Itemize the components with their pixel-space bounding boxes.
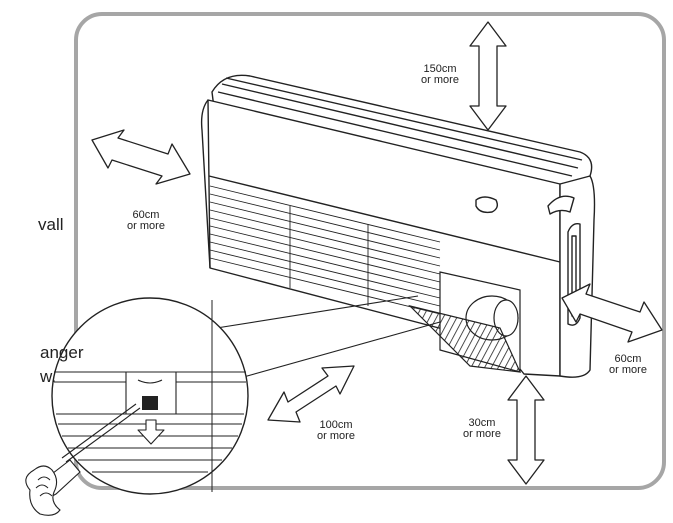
bottom-clearance-arrow [507, 375, 545, 485]
cropped-text-fragment-1: vall [38, 215, 64, 234]
detail-callout-lines [203, 295, 441, 379]
front-grille [209, 185, 441, 315]
front-clearance-value: 100cm [319, 419, 353, 431]
top-clearance-qualifier: or more [421, 74, 459, 86]
right-clearance-value: 60cm [614, 353, 642, 365]
bottom-clearance-qualifier: or more [463, 428, 501, 440]
hand-icon [25, 465, 61, 516]
cropped-text-fragment-2: anger [40, 343, 84, 362]
bottom-clearance-value: 30cm [468, 417, 496, 429]
left-clearance-label: 60cm or more [116, 210, 176, 232]
clearance-frame [74, 12, 666, 490]
air-conditioner-unit [200, 74, 596, 378]
right-clearance-qualifier: or more [609, 364, 647, 376]
left-clearance-qualifier: or more [127, 220, 165, 232]
left-clearance-arrow [91, 129, 191, 185]
top-clearance-label: 150cm or more [410, 64, 470, 86]
front-clearance-label: 100cm or more [306, 420, 366, 442]
right-clearance-label: 60cm or more [598, 354, 658, 376]
brand-badge-icon [475, 196, 499, 214]
front-clearance-arrow [267, 365, 355, 423]
hanger-release-slot [142, 396, 158, 410]
bottom-clearance-label: 30cm or more [452, 418, 512, 440]
top-clearance-value: 150cm [423, 63, 457, 75]
front-clearance-qualifier: or more [317, 430, 355, 442]
left-clearance-value: 60cm [132, 209, 160, 221]
detail-magnifier [25, 297, 249, 516]
opened-grille-section [408, 271, 521, 373]
top-clearance-arrow [469, 21, 507, 131]
right-clearance-arrow [561, 283, 663, 343]
push-down-arrow-icon [137, 419, 165, 445]
cropped-text-fragment-3: w. [40, 367, 57, 386]
